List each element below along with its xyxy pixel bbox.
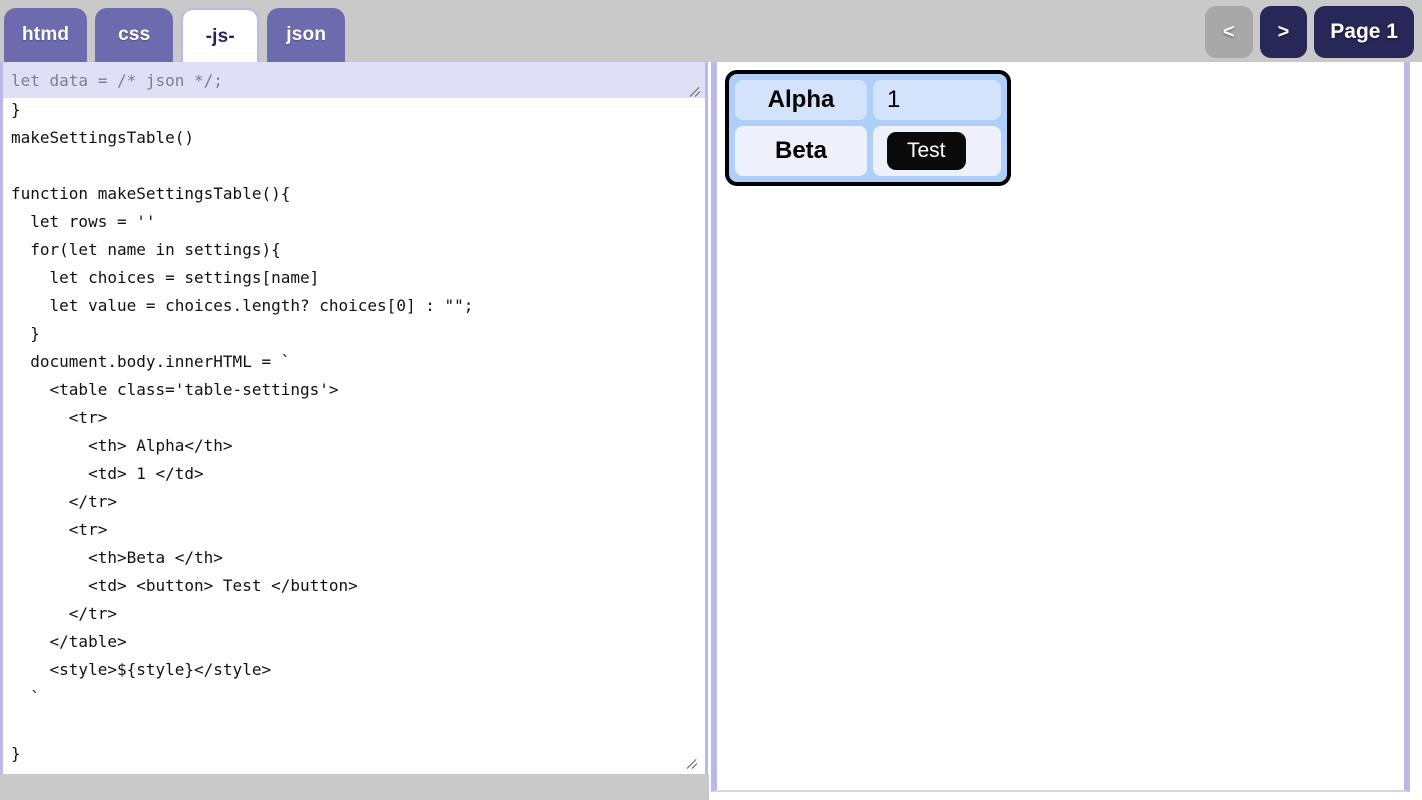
next-page-label: >: [1277, 20, 1290, 43]
top-bar: htmd css -js- json < > Page 1: [0, 0, 1422, 64]
setting-value-alpha: 1: [873, 80, 1001, 120]
settings-table-body: Alpha 1 Beta Test: [735, 80, 1001, 176]
prev-page-label: <: [1222, 20, 1235, 43]
page-navigation: < > Page 1: [1204, 6, 1414, 58]
editor-tab-strip: htmd css -js- json: [0, 8, 346, 64]
tab-css[interactable]: css: [95, 8, 174, 62]
code-editor-content[interactable]: 'beta' : words('a b c d e') } makeSettin…: [11, 72, 474, 763]
json-input-resize-grip[interactable]: [690, 85, 704, 99]
code-editor-resize-grip[interactable]: [687, 757, 701, 771]
table-row: Beta Test: [735, 126, 1001, 176]
code-editor-pane[interactable]: 'beta' : words('a b c d e') } makeSettin…: [0, 62, 708, 774]
json-data-input[interactable]: [3, 62, 705, 98]
test-button[interactable]: Test: [887, 132, 966, 170]
page-indicator-button[interactable]: Page 1: [1314, 6, 1414, 58]
table-row: Alpha 1: [735, 80, 1001, 120]
tab-json[interactable]: json: [267, 8, 346, 62]
settings-table: Alpha 1 Beta Test: [725, 70, 1011, 186]
page-indicator-label: Page 1: [1330, 20, 1398, 43]
prev-page-button[interactable]: <: [1204, 6, 1253, 58]
tab-css-label: css: [118, 24, 151, 45]
tab-json-label: json: [286, 24, 327, 45]
setting-name-alpha: Alpha: [735, 80, 867, 120]
setting-name-beta: Beta: [735, 126, 867, 176]
next-page-button[interactable]: >: [1259, 6, 1308, 58]
tab-htmd[interactable]: htmd: [4, 8, 88, 62]
editor-bottom-strip: [0, 774, 709, 800]
preview-pane: Alpha 1 Beta Test: [711, 62, 1410, 792]
tab-htmd-label: htmd: [22, 24, 70, 45]
preview-content: Alpha 1 Beta Test: [717, 62, 1404, 790]
setting-value-beta: Test: [873, 126, 1001, 176]
tab-js-label: -js-: [205, 26, 235, 47]
tab-js[interactable]: -js-: [181, 8, 260, 64]
